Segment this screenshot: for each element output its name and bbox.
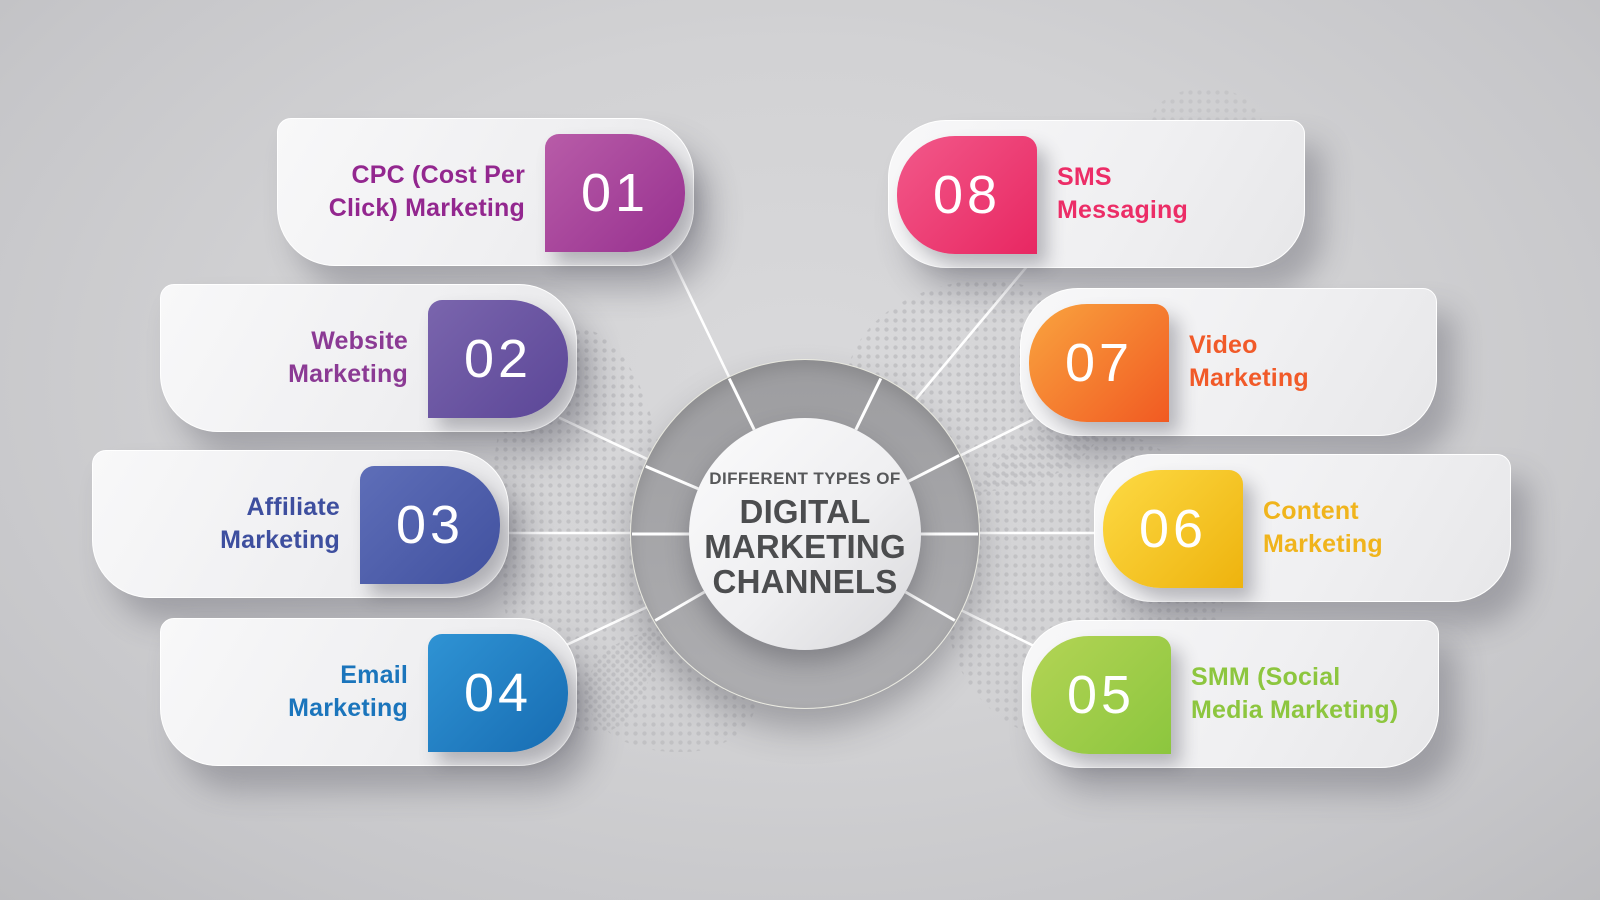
channel-card-05: 05 SMM (Social Media Marketing)	[1022, 620, 1439, 768]
channel-title: CPC (Cost Per Click) Marketing	[328, 161, 525, 222]
number-badge: 02	[428, 300, 568, 418]
channel-number: 08	[932, 165, 1002, 225]
number-badge: 04	[428, 634, 568, 752]
number-badge: 03	[360, 466, 500, 584]
channel-title: SMS Messaging	[1057, 163, 1188, 224]
center-ring: DIFFERENT TYPES OF DIGITAL MARKETING CHA…	[630, 359, 980, 709]
channel-card-07: 07 Video Marketing	[1020, 288, 1437, 436]
center-kicker: DIFFERENT TYPES OF	[709, 468, 901, 488]
channel-title: Affiliate Marketing	[220, 493, 340, 554]
channel-number: 04	[463, 663, 533, 723]
channel-card-06: 06 Content Marketing	[1094, 454, 1511, 602]
channel-title: Email Marketing	[288, 661, 408, 722]
center-circle: DIFFERENT TYPES OF DIGITAL MARKETING CHA…	[689, 418, 921, 650]
channel-number: 01	[580, 163, 650, 223]
channel-number: 07	[1064, 333, 1134, 393]
channel-card-02: Website Marketing 02	[160, 284, 577, 432]
channel-card-04: Email Marketing 04	[160, 618, 577, 766]
center-title: DIGITAL MARKETING CHANNELS	[704, 492, 906, 601]
channel-number: 05	[1066, 665, 1136, 725]
channel-title: Content Marketing	[1263, 497, 1383, 558]
number-badge: 05	[1031, 636, 1171, 754]
number-badge: 08	[897, 136, 1037, 254]
number-badge: 07	[1029, 304, 1169, 422]
channel-number: 02	[463, 329, 533, 389]
channel-card-08: 08 SMS Messaging	[888, 120, 1305, 268]
channel-card-01: CPC (Cost Per Click) Marketing 01	[277, 118, 694, 266]
ring-divider-lines	[632, 377, 978, 622]
channel-title: Website Marketing	[288, 327, 408, 388]
channel-title: Video Marketing	[1189, 331, 1309, 392]
channel-number: 03	[395, 495, 465, 555]
number-badge: 01	[545, 134, 685, 252]
channel-title: SMM (Social Media Marketing)	[1191, 663, 1399, 724]
channel-card-03: Affiliate Marketing 03	[92, 450, 509, 598]
number-badge: 06	[1103, 470, 1243, 588]
channel-number: 06	[1138, 499, 1208, 559]
